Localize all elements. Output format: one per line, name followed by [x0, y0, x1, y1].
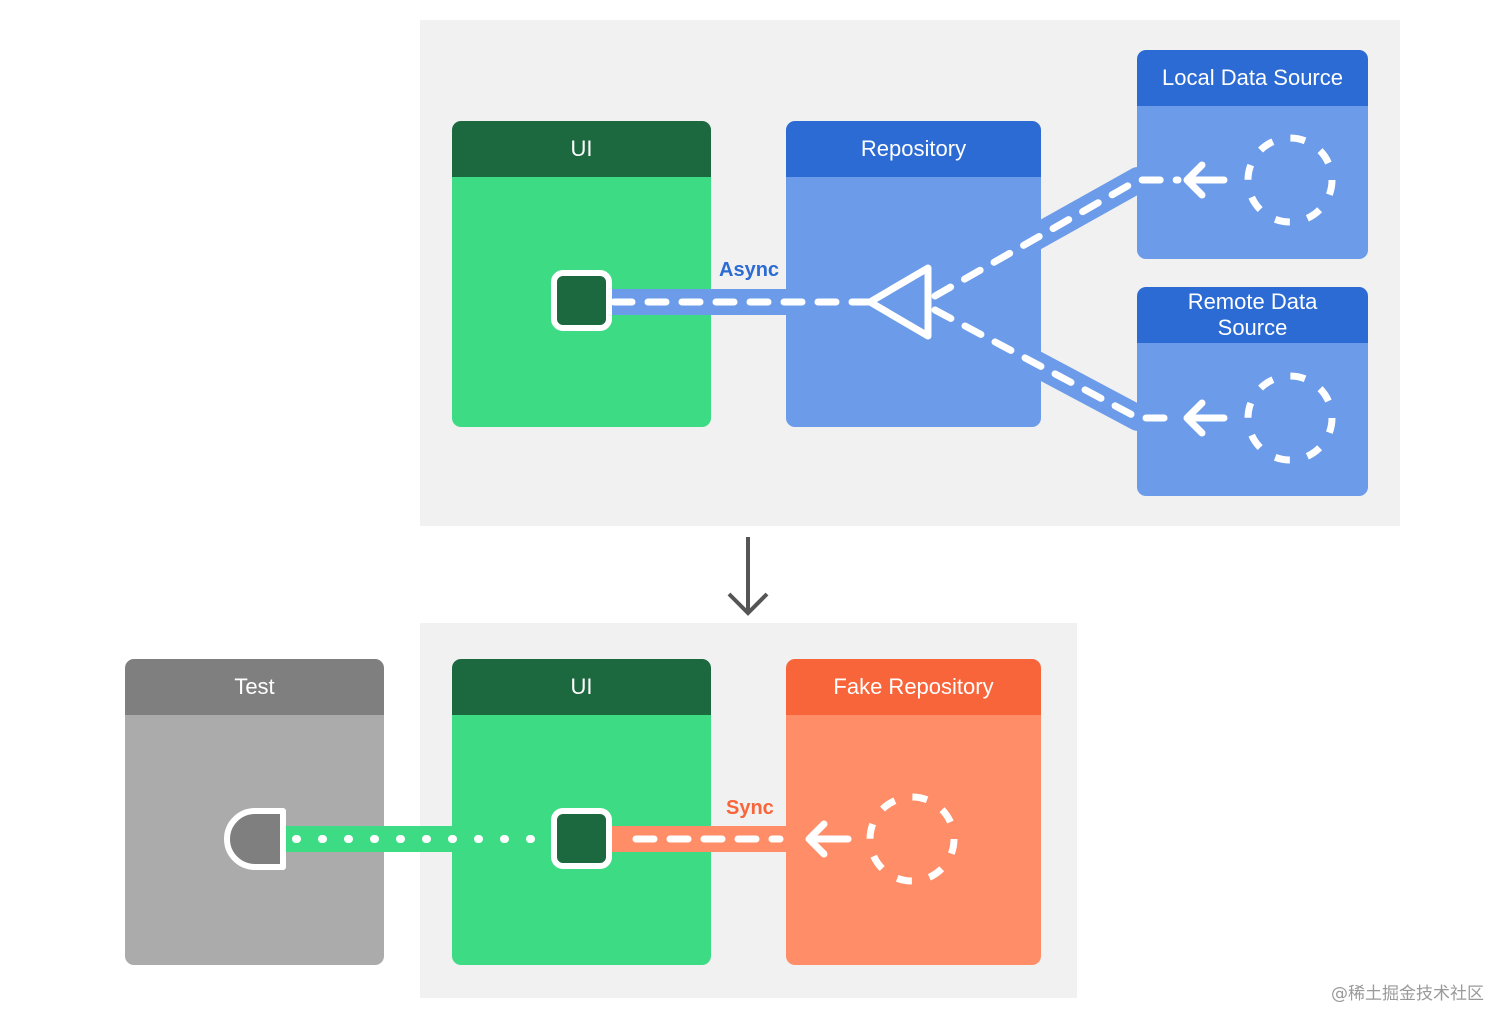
- test-plug-icon: [224, 808, 286, 870]
- local-source-arrow-icon: [1183, 161, 1228, 199]
- local-data-source-title: Local Data Source: [1137, 50, 1368, 106]
- merge-triangle-icon: [866, 264, 932, 340]
- fake-repository-arrow-icon: [805, 820, 852, 858]
- transform-down-arrow-icon: [727, 537, 769, 616]
- remote-source-arrow-icon: [1183, 399, 1228, 437]
- sync-label: Sync: [726, 797, 774, 819]
- watermark: @稀土掘金技术社区: [1331, 984, 1484, 1004]
- repository-box-title: Repository: [786, 121, 1041, 177]
- fake-repository-title: Fake Repository: [786, 659, 1041, 715]
- ui-port-bottom-icon: [551, 808, 612, 869]
- remote-source-dashed-circle-icon: [1244, 372, 1336, 464]
- ui-box-bottom-title: UI: [452, 659, 711, 715]
- local-source-dashed-circle-icon: [1244, 134, 1336, 226]
- local-data-source-box: Local Data Source: [1137, 50, 1368, 259]
- ui-box-top-title: UI: [452, 121, 711, 177]
- test-box-title: Test: [125, 659, 384, 715]
- remote-data-source-title: Remote Data Source: [1137, 287, 1368, 343]
- async-label: Async: [719, 259, 780, 281]
- ui-port-top-icon: [551, 270, 612, 331]
- fake-repository-dashed-circle-icon: [866, 793, 958, 885]
